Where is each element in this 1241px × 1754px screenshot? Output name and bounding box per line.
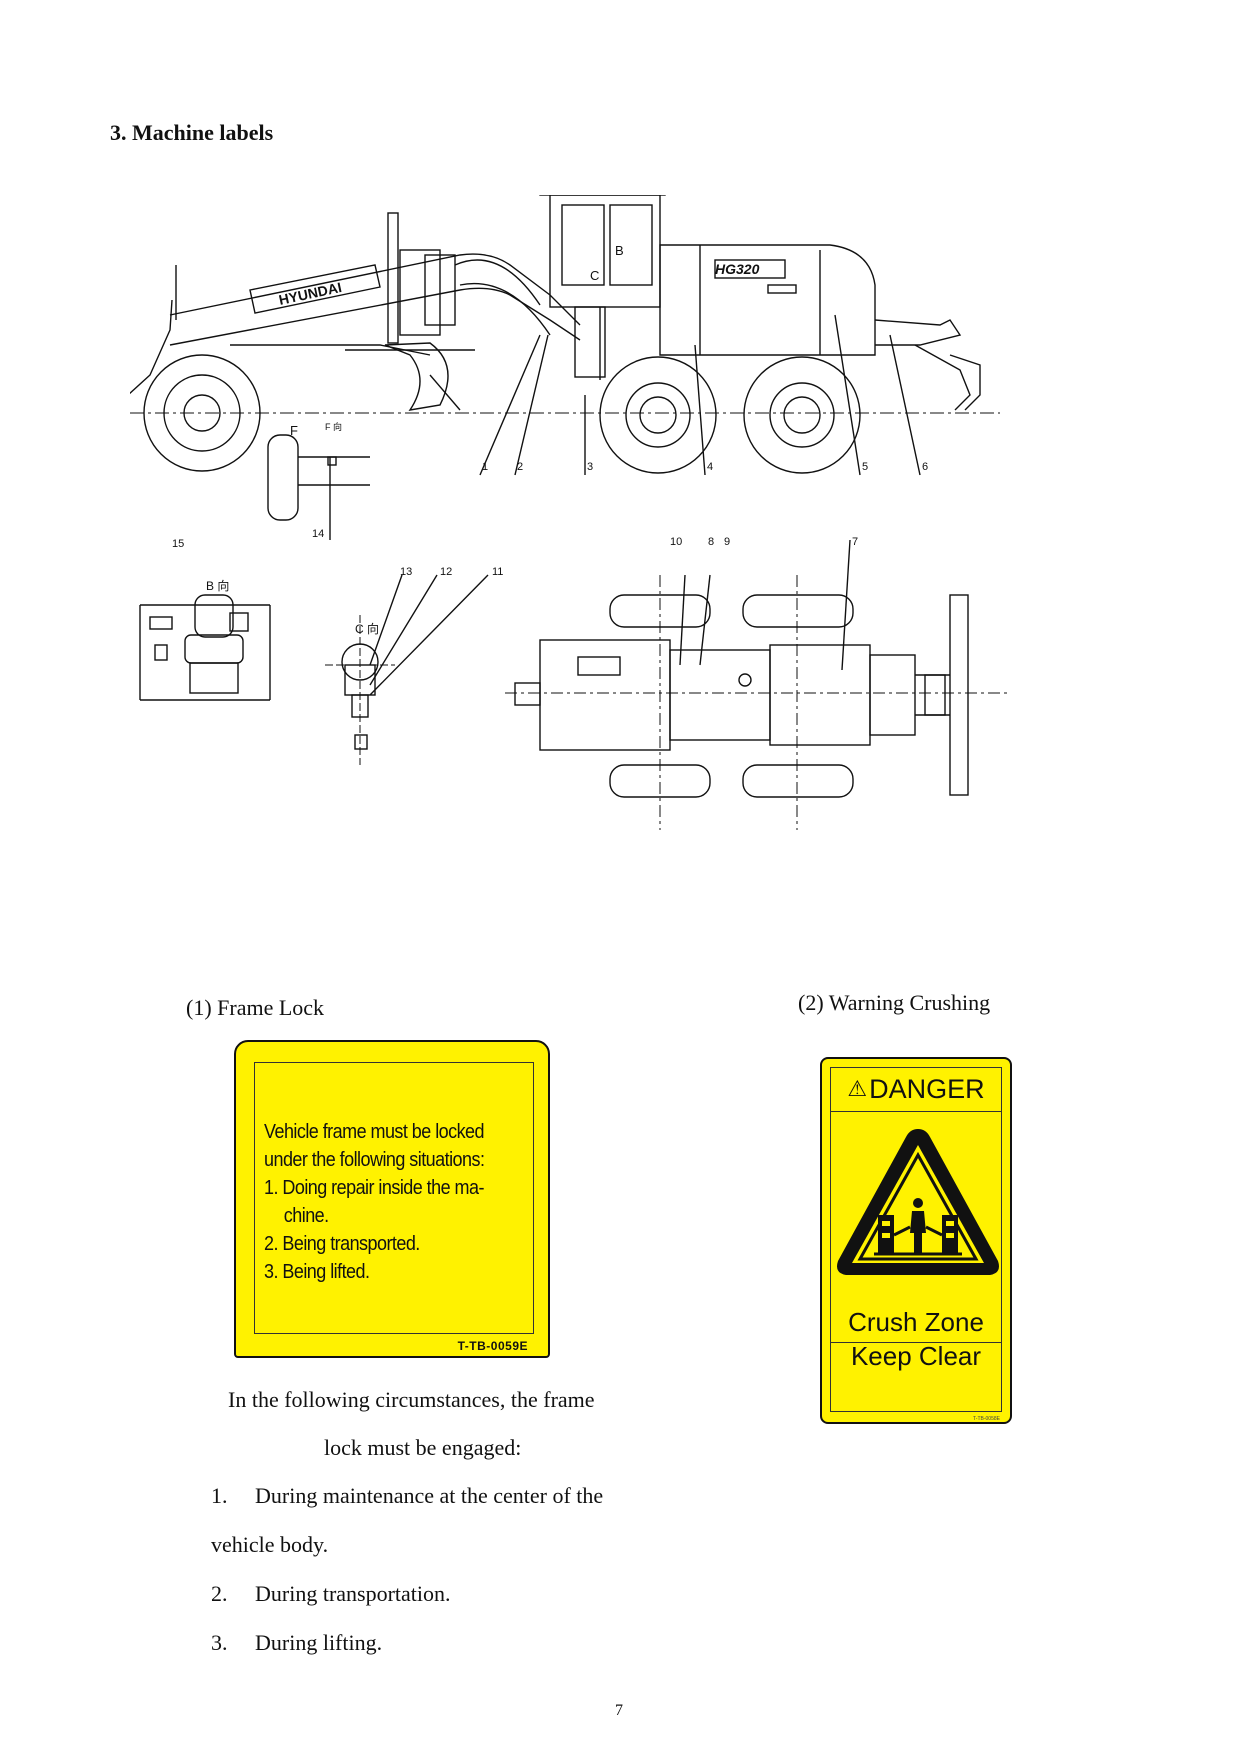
svg-text:F: F <box>290 423 298 438</box>
label-code: T-TB-0059E <box>457 1339 528 1353</box>
svg-text:2: 2 <box>517 461 523 473</box>
intro-line: lock must be engaged: <box>324 1435 522 1460</box>
crush-pictogram <box>830 1111 1002 1343</box>
svg-text:15: 15 <box>172 538 184 550</box>
svg-text:13: 13 <box>400 566 412 578</box>
svg-text:F 向: F 向 <box>325 421 342 432</box>
list-item: 3. During lifting. <box>211 1631 382 1655</box>
label-line: Vehicle frame must be locked <box>264 1121 485 1143</box>
label-line: 3. Being lifted. <box>264 1261 370 1283</box>
section-heading: 3. Machine labels <box>110 120 274 145</box>
svg-text:12: 12 <box>440 566 452 578</box>
machine-label-diagram: HYUNDAI HG320 B C F F 向 B 向 C 向 1 2 3 4 … <box>130 195 1010 830</box>
list-item: 2. During transportation. <box>211 1582 451 1606</box>
svg-text:C 向: C 向 <box>355 621 379 636</box>
message-line: Crush Zone <box>848 1307 984 1337</box>
brand-text: HYUNDAI <box>277 279 343 308</box>
list-text: During lifting. <box>255 1630 383 1655</box>
label-line: under the following situations: <box>264 1149 485 1171</box>
page-number: 7 <box>615 1702 623 1719</box>
intro-line: In the following circumstances, the fram… <box>228 1387 595 1412</box>
svg-text:4: 4 <box>707 461 713 473</box>
svg-text:10: 10 <box>670 536 682 548</box>
label-code: T-TB-0058E <box>973 1416 1000 1422</box>
list-text: During maintenance at the center of the <box>255 1483 604 1508</box>
label-frame <box>830 1067 1002 1412</box>
frame-lock-label: Vehicle frame must be locked under the f… <box>234 1040 550 1358</box>
svg-text:6: 6 <box>922 461 928 473</box>
svg-text:7: 7 <box>852 536 858 548</box>
crush-zone-message: Crush Zone Keep Clear <box>830 1305 1002 1373</box>
label-line: 2. Being transported. <box>264 1233 420 1255</box>
message-line: Keep Clear <box>850 1341 982 1371</box>
label-inner-border <box>254 1062 534 1334</box>
svg-text:1: 1 <box>482 461 488 473</box>
danger-text: DANGER <box>869 1074 985 1104</box>
crush-hazard-icon <box>837 1129 999 1275</box>
frame-lock-label-text: Vehicle frame must be locked under the f… <box>264 1118 507 1286</box>
list-item: 1. During maintenance at the center of th… <box>211 1484 603 1508</box>
svg-text:B: B <box>615 243 624 258</box>
list-number: 3. <box>211 1630 228 1655</box>
svg-text:3: 3 <box>587 461 593 473</box>
list-number: 1. <box>211 1483 228 1508</box>
svg-text:B 向: B 向 <box>206 578 229 593</box>
svg-text:9: 9 <box>724 536 730 548</box>
svg-text:C: C <box>590 268 599 283</box>
list-text: vehicle body. <box>211 1532 329 1557</box>
model-badge: HG320 <box>715 261 760 277</box>
svg-text:11: 11 <box>492 566 503 578</box>
caption-warning-crushing: (2) Warning Crushing <box>798 990 991 1015</box>
svg-text:14: 14 <box>312 528 324 540</box>
danger-header: ⚠DANGER <box>830 1067 1002 1112</box>
warning-triangle-icon: ⚠ <box>847 1076 868 1101</box>
danger-crush-label: ⚠DANGER Crush Zone Keep Clear T-TB-0058E <box>820 1057 1012 1424</box>
caption-frame-lock: (1) Frame Lock <box>186 995 325 1020</box>
svg-text:5: 5 <box>862 461 868 473</box>
list-item: vehicle body. <box>211 1533 328 1557</box>
list-text: During transportation. <box>255 1581 451 1606</box>
svg-text:8: 8 <box>708 536 714 548</box>
label-line: 1. Doing repair inside the ma- <box>264 1177 484 1199</box>
label-line: chine. <box>283 1205 329 1227</box>
list-number: 2. <box>211 1581 228 1606</box>
